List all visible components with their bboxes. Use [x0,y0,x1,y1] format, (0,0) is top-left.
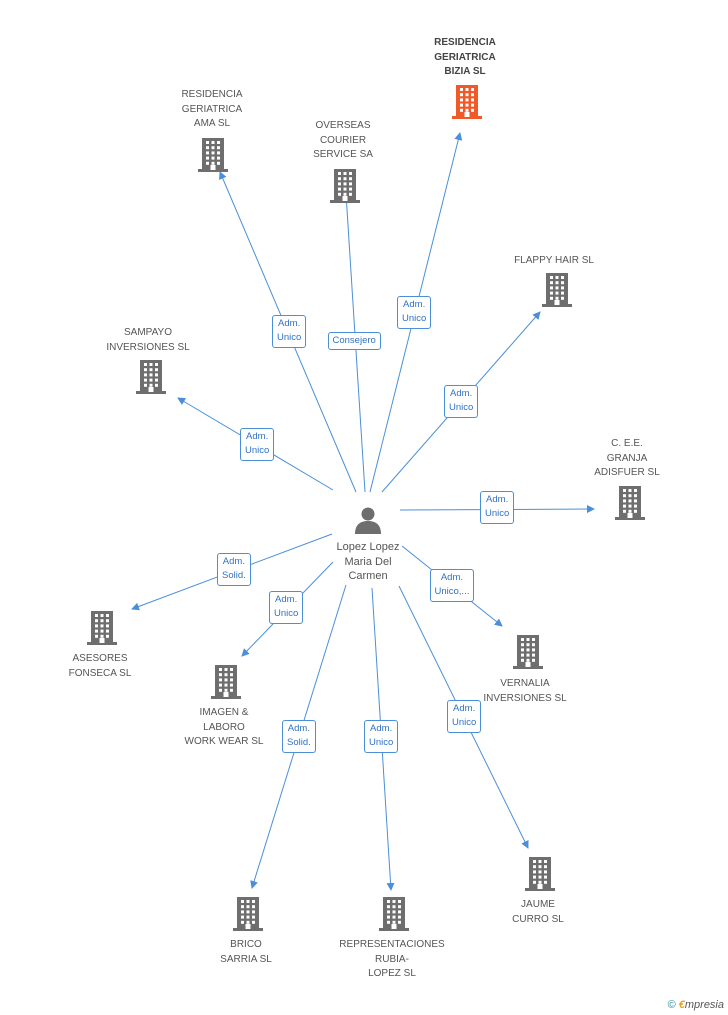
building-icon[interactable] [136,360,166,399]
building-icon[interactable] [542,273,572,312]
company-label-representaciones[interactable]: REPRESENTACIONES RUBIA- LOPEZ SL [339,939,445,979]
company-label-overseas[interactable]: OVERSEAS COURIER SERVICE SA [313,120,373,160]
role-label-imagen[interactable]: Adm. Unico [269,590,304,624]
person-name[interactable]: Lopez Lopez Maria Del Carmen [336,541,400,582]
brand-logo: €mpresia [679,999,724,1011]
role-label-sampayo[interactable]: Adm. Unico [240,427,275,461]
brand-logo-mark: € [678,999,685,1011]
building-icon[interactable] [452,85,482,124]
brand-logo-text: mpresia [684,999,724,1011]
footer-brand: © €mpresia [668,999,724,1011]
person-icon [355,507,381,534]
center-person[interactable] [353,505,383,535]
building-icon[interactable] [233,897,263,936]
role-label-overseas[interactable]: Consejero [327,331,381,350]
company-label-granja[interactable]: C. E.E. GRANJA ADISFUER SL [594,438,660,478]
role-label-brico[interactable]: Adm. Solid. [282,719,316,753]
building-icon[interactable] [525,857,555,896]
building-icon[interactable] [330,169,360,208]
role-label-granja[interactable]: Adm. Unico [480,490,515,524]
role-label-jaume[interactable]: Adm. Unico [447,699,482,733]
company-label-brico[interactable]: BRICO SARRIA SL [220,939,272,965]
company-label-sampayo[interactable]: SAMPAYO INVERSIONES SL [106,327,190,353]
company-label-ama[interactable]: RESIDENCIA GERIATRICA AMA SL [181,89,243,129]
company-label-imagen[interactable]: IMAGEN & LABORO WORK WEAR SL [184,707,264,747]
building-icon[interactable] [513,635,543,674]
building-icon[interactable] [211,665,241,704]
company-label-jaume[interactable]: JAUME CURRO SL [512,899,564,925]
company-label-bizia[interactable]: RESIDENCIA GERIATRICA BIZIA SL [434,37,496,77]
company-label-vernalia[interactable]: VERNALIA INVERSIONES SL [483,678,567,704]
building-icon[interactable] [87,611,117,650]
role-label-asesores[interactable]: Adm. Solid. [217,552,251,586]
copyright-symbol: © [667,999,676,1011]
building-icon[interactable] [615,486,645,525]
building-icon[interactable] [379,897,409,936]
building-icon[interactable] [198,138,228,177]
role-label-representaciones[interactable]: Adm. Unico [364,719,399,753]
role-label-flappy[interactable]: Adm. Unico [444,384,479,418]
role-label-vernalia[interactable]: Adm. Unico,... [429,568,475,602]
role-label-bizia[interactable]: Adm. Unico [397,295,432,329]
company-label-asesores[interactable]: ASESORES FONSECA SL [68,653,132,679]
company-label-flappy[interactable]: FLAPPY HAIR SL [514,255,594,266]
role-label-ama[interactable]: Adm. Unico [272,314,307,348]
